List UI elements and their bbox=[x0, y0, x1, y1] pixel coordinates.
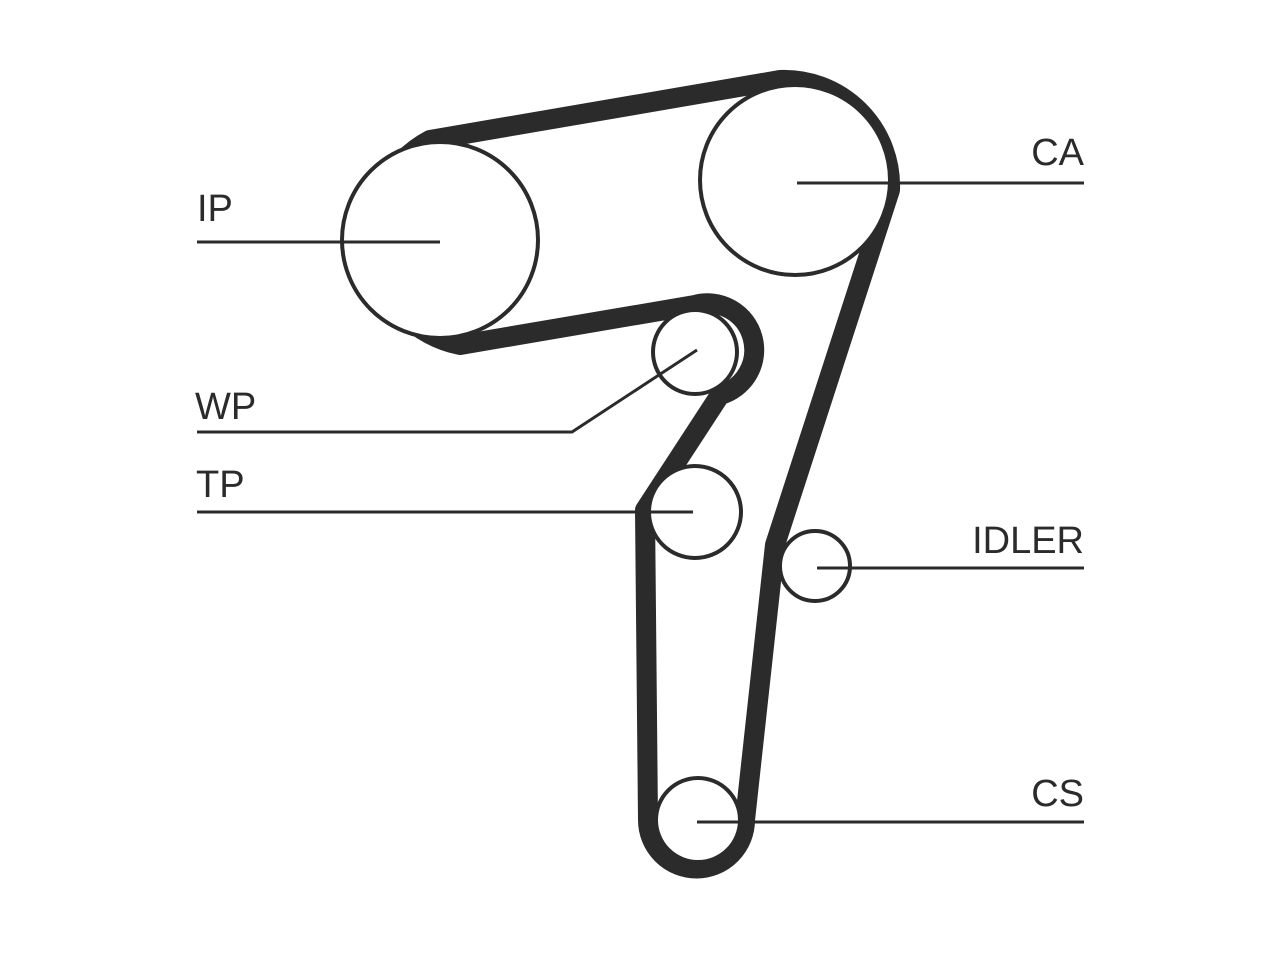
ca-label: CA bbox=[1031, 132, 1084, 174]
wp-leader-line bbox=[197, 348, 698, 434]
ca-pulley bbox=[698, 83, 892, 277]
wp-label: WP bbox=[195, 386, 256, 428]
ip-label: IP bbox=[197, 188, 233, 230]
cs-label: CS bbox=[1031, 773, 1084, 815]
idler-pulley bbox=[778, 529, 852, 603]
tp-label: TP bbox=[196, 464, 245, 506]
cs-pulley bbox=[654, 776, 742, 864]
ip-pulley bbox=[340, 140, 540, 340]
idler-label: IDLER bbox=[972, 520, 1084, 562]
